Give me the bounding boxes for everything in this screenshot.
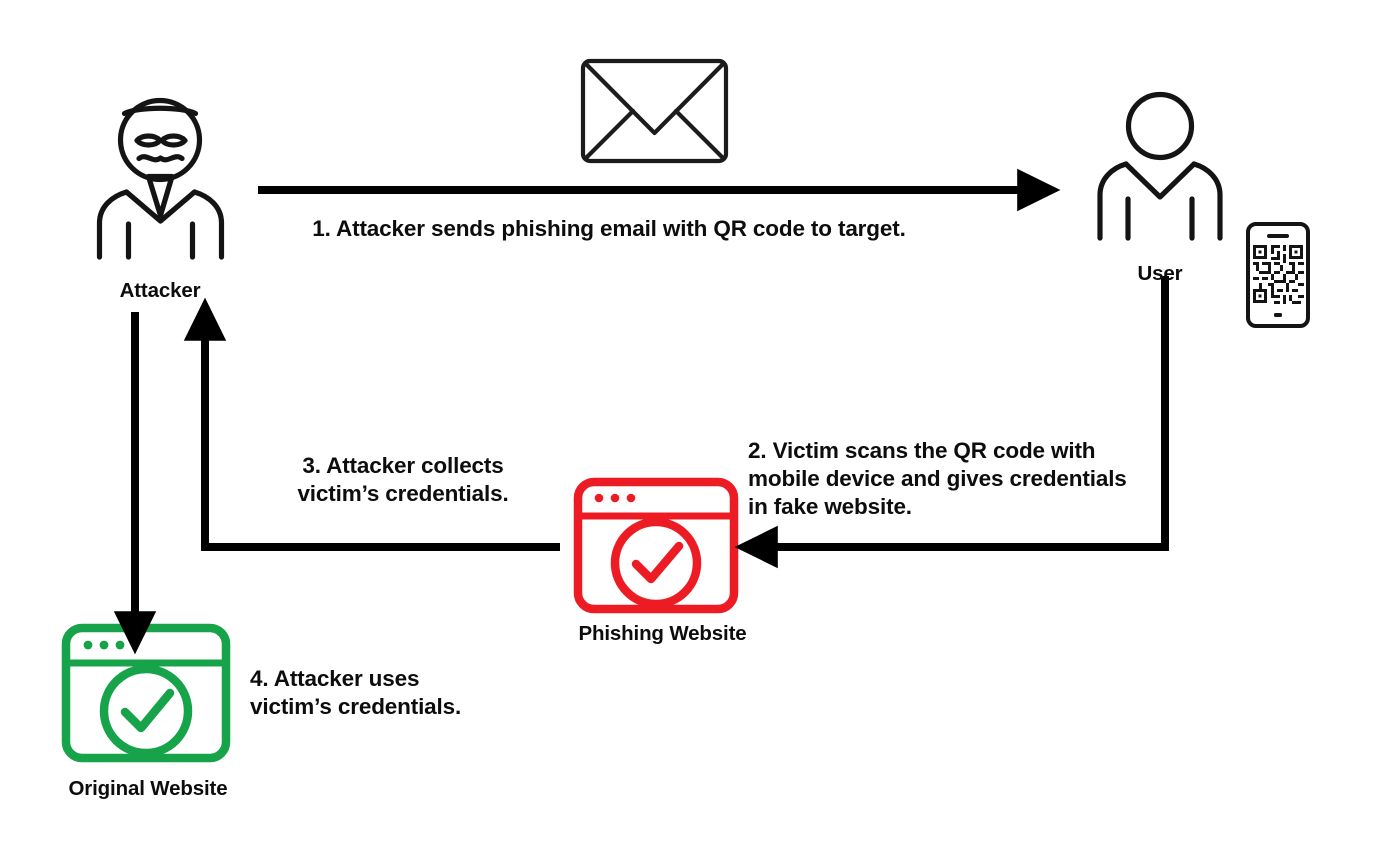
phishing-website-icon: [573, 477, 739, 614]
masked-person-icon: [96, 97, 225, 260]
user-label: User: [1137, 262, 1183, 285]
person-icon: [1097, 91, 1223, 241]
original-website-label: Original Website: [68, 777, 228, 800]
step-1-label: 1. Attacker sends phishing email with QR…: [312, 216, 906, 241]
arrow-step-3: [183, 297, 560, 551]
step-2-label: 2. Victim scans the QR code with mobile …: [748, 438, 1127, 519]
step-3-label: 3. Attacker collects victim’s credential…: [297, 453, 509, 506]
arrow-step-2: [734, 276, 1169, 569]
step-4-label: 4. Attacker uses victim’s credentials.: [250, 666, 462, 719]
qr-code-glyph: [1252, 244, 1304, 304]
attacker-label: Attacker: [119, 279, 201, 302]
phishing-website-label: Phishing Website: [578, 622, 747, 645]
envelope-icon: [580, 58, 729, 164]
mobile-phone-qr-code-icon: [1246, 222, 1310, 328]
original-website-icon: [61, 623, 231, 763]
